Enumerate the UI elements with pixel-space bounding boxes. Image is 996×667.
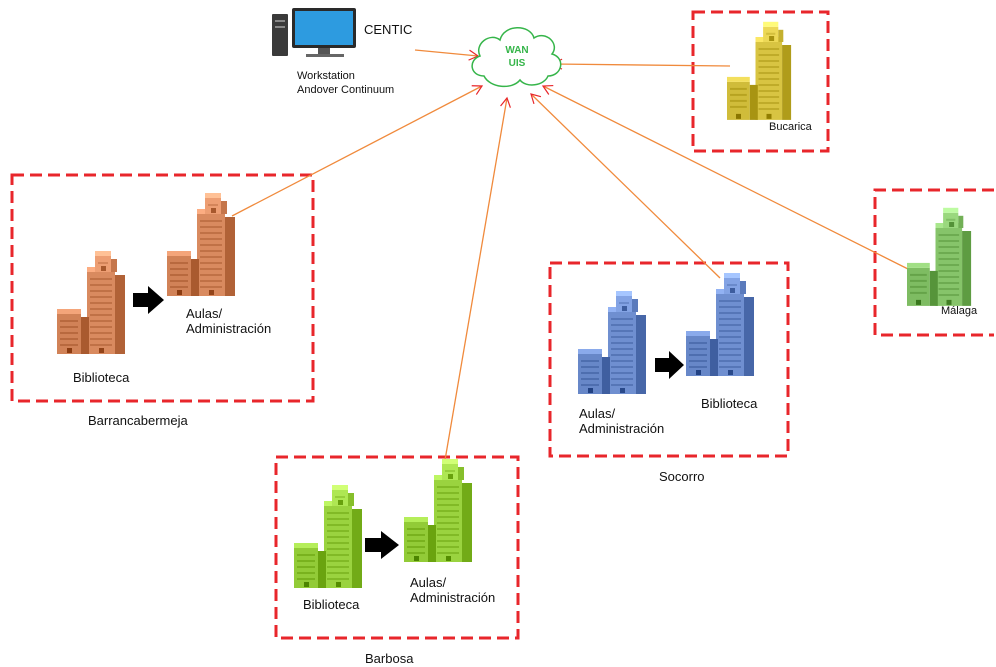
building-barbosa-aulas-icon [404,459,472,562]
socorro-aulas-label: Aulas/ Administración [579,406,665,436]
site-boundary-barrancabermeja [10,173,315,403]
arrow-barrancabermeja [133,286,164,314]
socorro-site-name: Socorro [659,469,705,484]
barbosa-biblioteca-label: Biblioteca [303,597,360,612]
building-bucarica-icon [727,21,792,120]
site-boundary-barbosa [274,455,520,640]
building-barranca-biblioteca-icon [57,251,125,354]
arrow-barbosa [365,531,399,559]
wan-cloud-icon [471,27,562,88]
link-malaga [541,84,915,273]
building-barbosa-biblioteca-icon [294,485,362,588]
workstation-label: Workstation Andover Continuum [297,70,395,96]
building-socorro-aulas-icon [578,291,646,394]
link-workstation [414,49,480,61]
centic-label: CENTIC [364,22,413,37]
building-socorro-biblioteca-icon [686,273,754,376]
link-socorro [530,93,721,279]
barbosa-aulas-label: Aulas/ Administración [410,575,496,605]
barranca-biblioteca-label: Biblioteca [73,370,130,385]
site-boundary-socorro [548,261,790,458]
barrancabermeja-site-name: Barrancabermeja [88,413,188,428]
bucarica-label: Bucarica [769,121,812,133]
site-boundary-malaga [873,188,994,337]
uis-label: UIS [509,58,526,69]
arrow-socorro [655,351,684,379]
workstation-icon [272,8,356,57]
link-barbosa [443,96,511,467]
link-barrancabermeja [231,85,484,217]
barranca-aulas-label: Aulas/ Administración [186,306,272,336]
building-malaga-icon [907,207,972,306]
link-bucarica [551,58,731,70]
malaga-label: Málaga [941,305,978,317]
wan-label: WAN [505,45,528,56]
site-boundary-bucarica [691,10,830,153]
building-barranca-aulas-icon [167,193,235,296]
socorro-biblioteca-label: Biblioteca [701,396,758,411]
barbosa-site-name: Barbosa [365,651,414,666]
